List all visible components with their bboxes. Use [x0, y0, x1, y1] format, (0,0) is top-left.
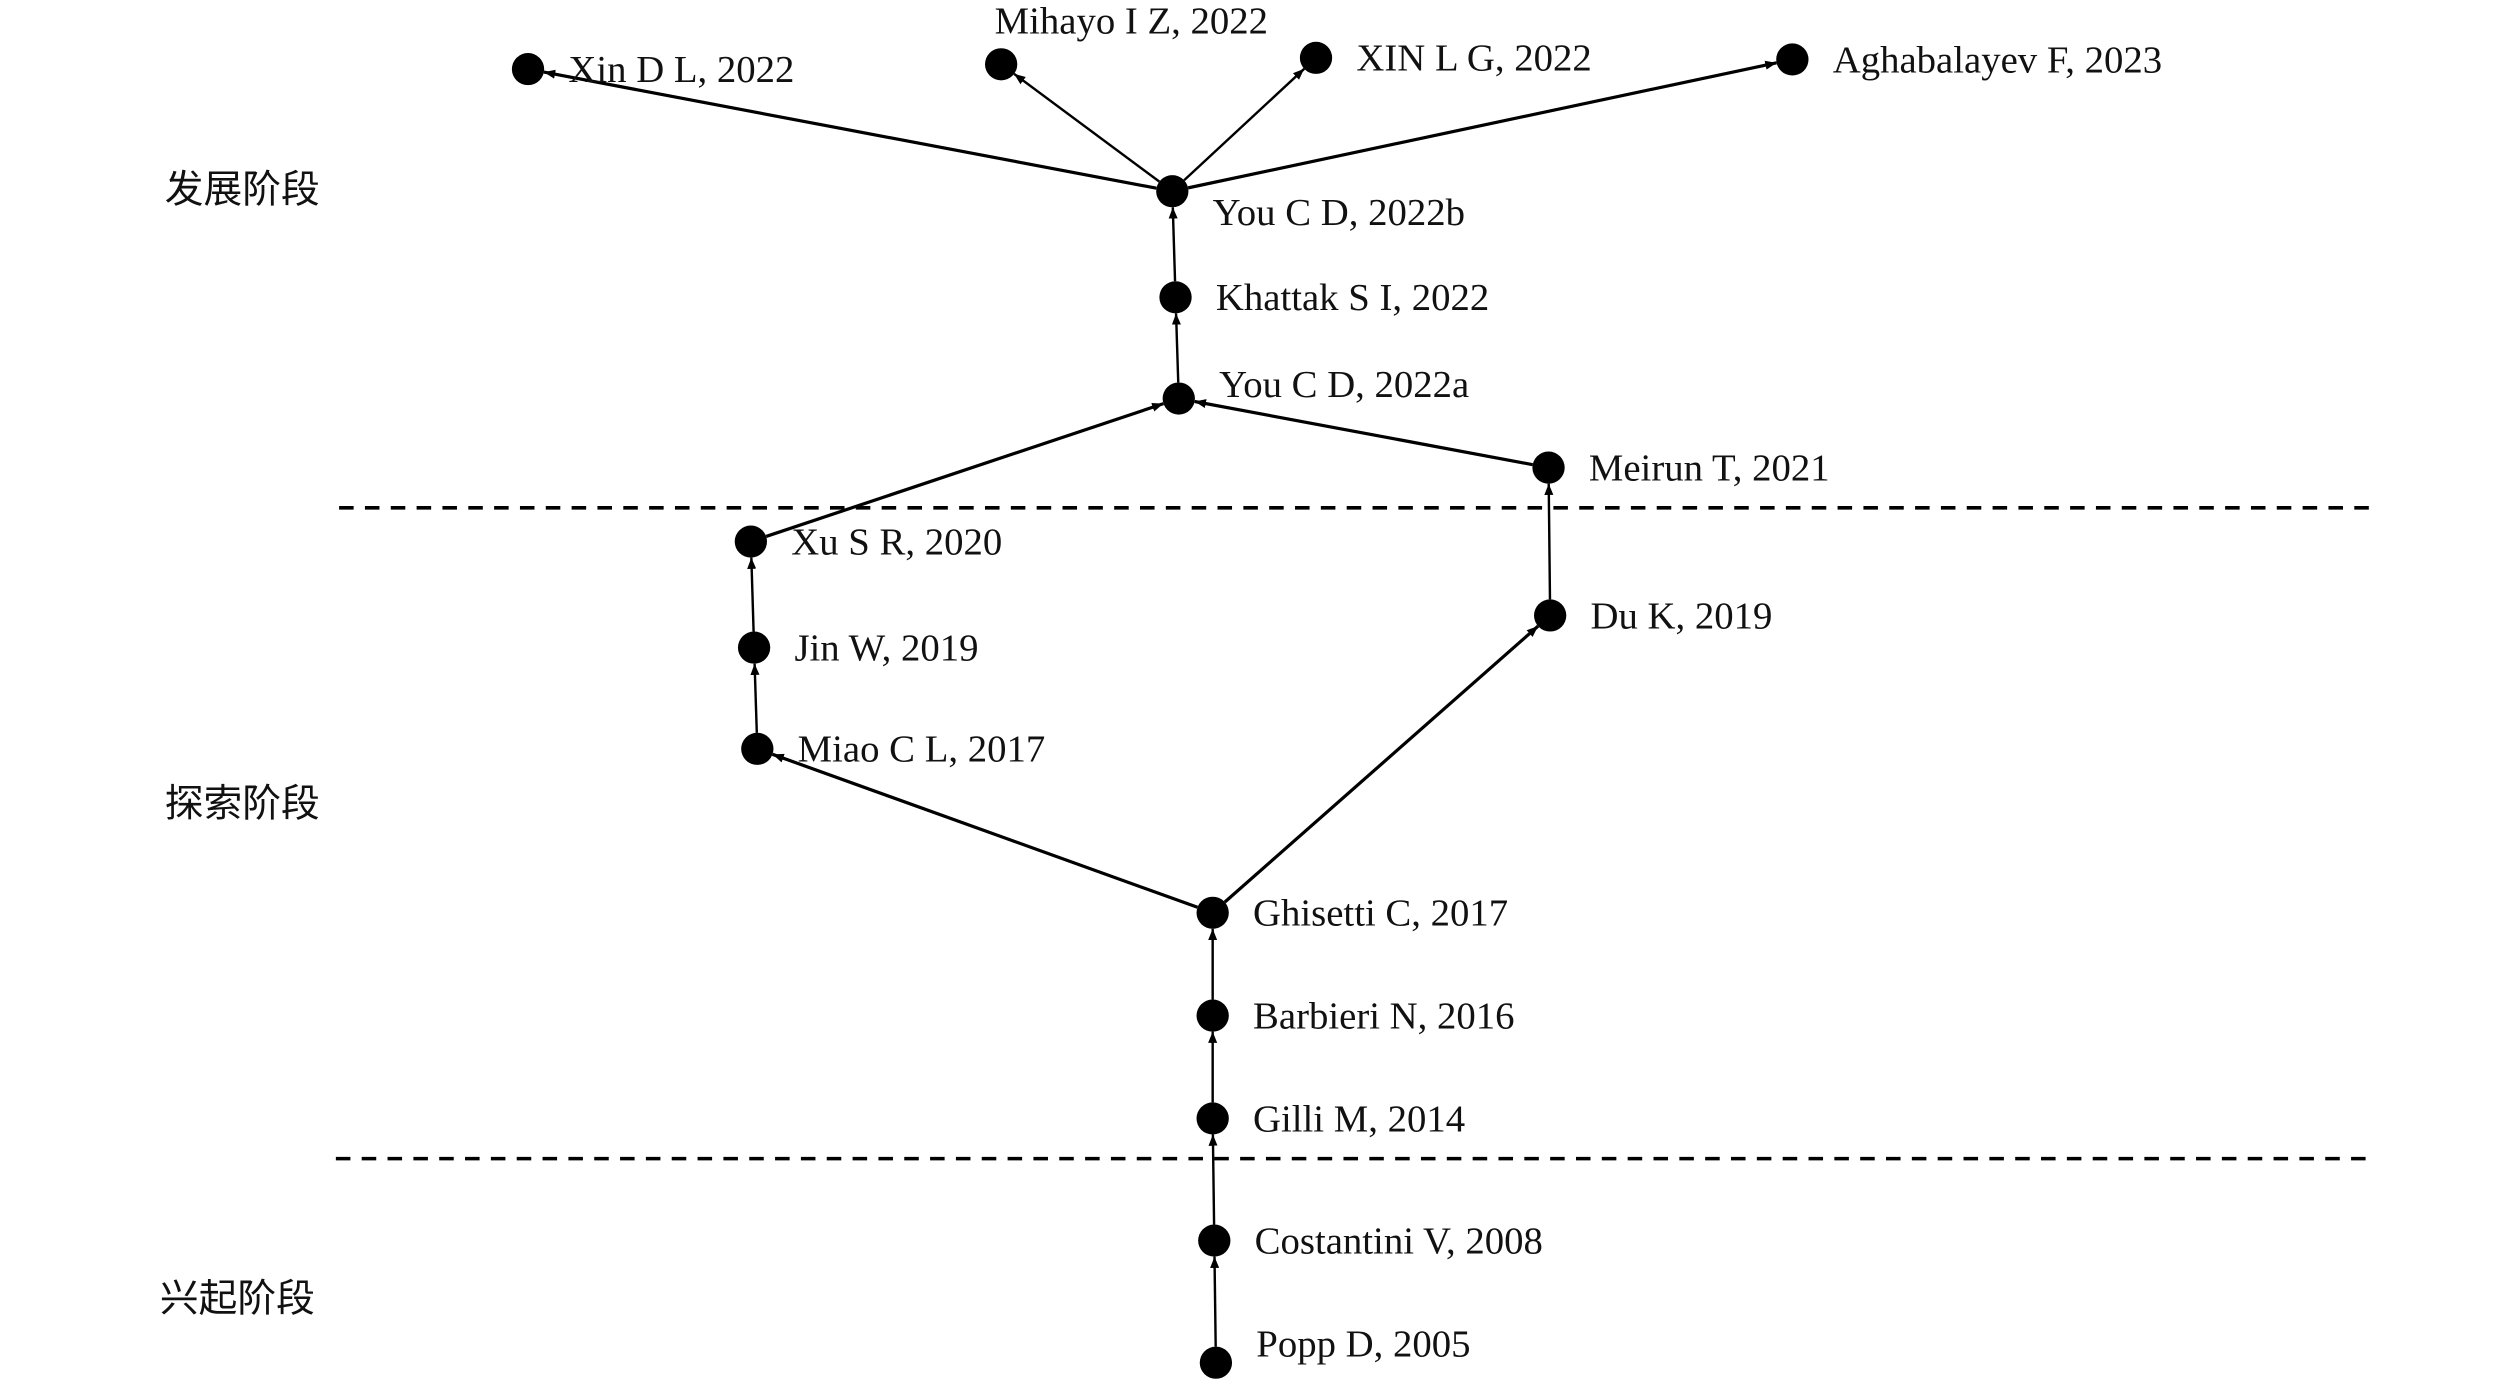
node-ghisetti [1196, 896, 1229, 929]
edge-jinw-to-xusr [747, 557, 757, 632]
edge-miao-to-jinw [750, 663, 760, 733]
node-costantini [1198, 1224, 1231, 1257]
node-gilli [1196, 1102, 1229, 1135]
edge-meirun-to-you22a [1194, 399, 1533, 467]
node-label: Ghisetti C, 2017 [1253, 893, 1508, 935]
node-label: Meirun T, 2021 [1589, 448, 1830, 490]
edge-duk-to-meirun [1544, 483, 1554, 600]
node-label: Du K, 2019 [1591, 595, 1773, 637]
node-khattak [1159, 281, 1192, 314]
node-label: XIN L G, 2022 [1356, 38, 1591, 80]
node-barbieri [1196, 999, 1229, 1032]
node-mihayo [984, 48, 1018, 81]
node-label: Miao C L, 2017 [798, 729, 1046, 771]
node-label: Aghabalayev F, 2023 [1833, 39, 2162, 81]
edge-popp-to-costantini [1210, 1256, 1220, 1347]
node-miao [741, 732, 774, 765]
node-meirun [1532, 451, 1565, 484]
node-popp [1199, 1346, 1233, 1379]
edge-khattak-to-you22b [1168, 207, 1178, 282]
node-label: Gilli M, 2014 [1253, 1098, 1465, 1140]
edge-you22b-to-xinlg [1183, 67, 1306, 182]
stage-label-develop: 发展阶段 [165, 168, 320, 213]
edge-costantini-to-gilli [1208, 1134, 1218, 1225]
node-label: Khattak S I, 2022 [1216, 277, 1489, 319]
node-label: You C D, 2022a [1219, 364, 1469, 406]
node-label: Jin W, 2019 [794, 628, 978, 670]
node-label: You C D, 2022b [1213, 192, 1465, 234]
edge-you22b-to-xindl [543, 69, 1157, 190]
node-xindl [511, 53, 545, 86]
node-label: Xu S R, 2020 [791, 521, 1002, 563]
stage-label-emerge: 兴起阶段 [160, 1276, 315, 1321]
node-label: Mihayo I Z, 2022 [995, 1, 1268, 43]
node-label: Barbieri N, 2016 [1253, 996, 1515, 1038]
node-duk [1534, 599, 1567, 632]
node-you22b [1156, 175, 1189, 208]
node-label: Xin D L, 2022 [568, 49, 794, 91]
edge-ghisetti-to-duk [1223, 624, 1540, 904]
edge-you22b-to-mihayo [1013, 72, 1161, 183]
node-jinw [737, 631, 771, 664]
edge-xusr-to-you22a [765, 402, 1164, 538]
node-agha [1776, 43, 1809, 76]
node-xinlg [1299, 41, 1333, 74]
node-label: Costantini V, 2008 [1255, 1221, 1543, 1263]
node-you22a [1162, 382, 1195, 415]
stage-label-explore: 探索阶段 [165, 781, 320, 826]
edge-you22a-to-khattak [1171, 313, 1181, 383]
node-xusr [734, 525, 768, 558]
edge-ghisetti-to-miao [771, 752, 1199, 909]
edge-you22b-to-agha [1187, 60, 1777, 190]
node-label: Popp D, 2005 [1256, 1323, 1470, 1365]
